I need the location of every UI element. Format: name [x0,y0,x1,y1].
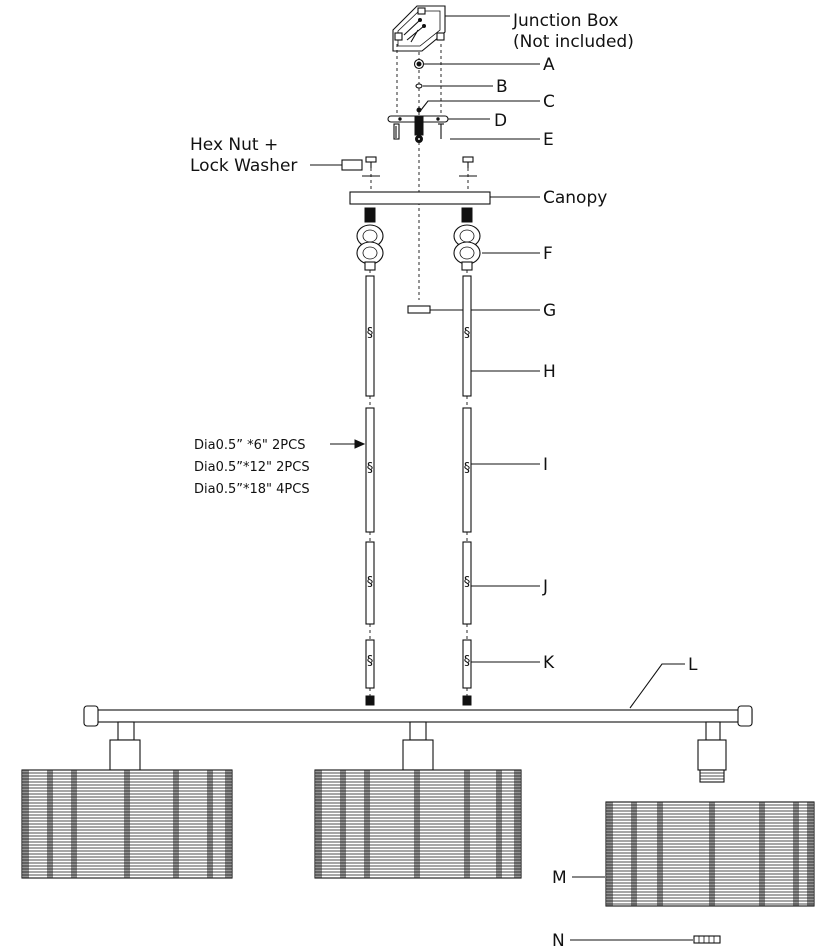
junction-box-label: Junction Box [512,11,618,31]
rod-spec-6in: Dia0.5” *6" 2PCS [194,438,305,453]
part-f-loop-right [453,207,540,271]
part-b-washer [415,83,493,89]
rod-spec-12in: Dia0.5”*12" 2PCS [194,460,310,475]
label-n: N [552,931,565,950]
lock-washer-label: Lock Washer [190,156,297,176]
label-j: J [542,577,548,597]
shade-right [605,801,815,907]
svg-text:§: § [367,461,374,476]
socket-right [697,721,727,783]
label-e: E [543,130,554,150]
shade-left [21,769,233,879]
hex-nut-label: Hex Nut + [190,135,278,155]
junction-box [392,5,510,52]
part-l-crossbar [83,663,753,727]
junction-box-note: (Not included) [513,32,634,52]
rod-stack-right: § § § § [462,270,540,706]
rod-spec-arrow [330,439,366,449]
label-a: A [543,55,555,75]
part-d-crossbar [387,100,540,143]
label-k: K [543,653,555,673]
svg-text:§: § [464,461,471,476]
part-e-screw [438,123,540,140]
part-f-loop-left [356,207,384,271]
mount-guide-lines [396,44,442,300]
part-a-nut [413,58,540,70]
label-c: C [543,92,555,112]
svg-text:§: § [367,654,374,669]
part-n [570,935,721,944]
svg-text:§: § [367,575,374,590]
svg-text:§: § [464,326,471,341]
label-h: H [543,362,556,382]
svg-text:§: § [367,326,374,341]
svg-text:§: § [464,654,471,669]
rod-stack-left: § § § § [365,270,375,706]
part-g [407,305,540,314]
label-m: M [552,868,567,888]
shade-center [314,769,522,879]
label-g: G [543,301,556,321]
label-b: B [496,77,508,97]
label-l: L [688,655,698,675]
label-d: D [494,111,507,131]
hex-nut-lock-washer [310,156,477,192]
svg-text:§: § [464,575,471,590]
canopy-label: Canopy [543,188,607,208]
socket-left [109,721,141,771]
rod-spec-18in: Dia0.5”*18" 4PCS [194,482,310,497]
label-f: F [543,244,553,264]
socket-center [402,721,434,771]
canopy [349,191,540,205]
label-i: I [543,455,548,475]
